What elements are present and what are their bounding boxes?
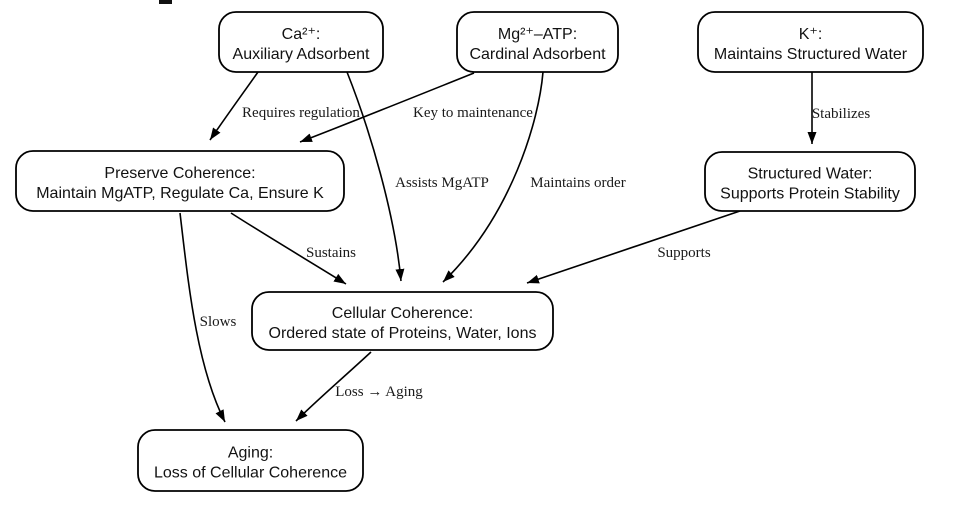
edge-line-preserve-cellular <box>230 212 347 285</box>
node-k: K⁺: Maintains Structured Water <box>697 11 924 73</box>
edge-label-preserve-aging: Slows <box>200 314 237 330</box>
node-label-k-line2: Maintains Structured Water <box>714 46 908 63</box>
node-label-mg-line1: Mg²⁺–ATP: <box>498 26 577 43</box>
node-box-ca <box>218 11 384 73</box>
edge-preserve-aging: Slows <box>179 212 237 423</box>
node-label-cellular-line1: Cellular Coherence: <box>332 305 473 322</box>
edge-label-cellular-aging: Loss → Aging <box>335 384 423 400</box>
node-label-ca-line2: Auxiliary Adsorbent <box>233 46 371 63</box>
edge-structured-cellular: Supports <box>526 210 741 284</box>
node-box-mg <box>456 11 619 73</box>
edge-preserve-cellular: Sustains <box>230 212 356 285</box>
node-label-structured-line1: Structured Water: <box>748 166 873 183</box>
artifact-layer <box>159 0 172 4</box>
edge-label-ca-cellular: Assists MgATP <box>395 175 489 191</box>
node-box-preserve <box>15 150 345 212</box>
edge-line-mg-cellular <box>442 71 544 283</box>
node-label-mg-line2: Cardinal Adsorbent <box>469 46 606 63</box>
edge-label-preserve-cellular: Sustains <box>306 245 356 261</box>
edges-layer: Requires regulation Key to maintenanceAss… <box>179 71 870 423</box>
edge-label-mg-preserve: Key to maintenance <box>413 105 533 121</box>
node-label-cellular-line2: Ordered state of Proteins, Water, Ions <box>269 325 537 342</box>
node-label-structured-line2: Supports Protein Stability <box>720 186 900 203</box>
node-mg: Mg²⁺–ATP: Cardinal Adsorbent <box>456 11 619 73</box>
node-label-aging-line1: Aging: <box>228 445 273 462</box>
node-label-preserve-line1: Preserve Coherence: <box>104 165 255 182</box>
edge-label-ca-preserve: Requires regulation <box>242 105 360 121</box>
node-cellular: Cellular Coherence: Ordered state of Prot… <box>251 291 554 351</box>
node-ca: Ca²⁺: Auxiliary Adsorbent <box>218 11 384 73</box>
edge-line-mg-preserve <box>299 72 475 143</box>
edge-mg-preserve: Key to maintenance <box>299 72 533 143</box>
node-preserve: Preserve Coherence: Maintain MgATP, Regul… <box>15 150 345 212</box>
node-label-aging-line2: Loss of Cellular Coherence <box>154 465 347 482</box>
node-aging: Aging: Loss of Cellular Coherence <box>137 429 364 492</box>
edge-label-k-structured: Stabilizes <box>812 106 870 122</box>
cropped-text-fragment <box>159 0 172 4</box>
edge-line-preserve-aging <box>179 212 226 423</box>
edge-cellular-aging: Loss → Aging <box>295 351 423 422</box>
edge-line-ca-preserve <box>209 71 259 141</box>
node-box-aging <box>137 429 364 492</box>
edge-mg-cellular: Maintains order <box>442 71 626 283</box>
edge-line-structured-cellular <box>526 210 741 284</box>
edge-label-mg-cellular: Maintains order <box>530 175 625 191</box>
edge-line-cellular-aging <box>295 351 372 422</box>
edge-ca-cellular: Assists MgATP <box>346 71 489 282</box>
nodes-layer: Ca²⁺: Auxiliary Adsorbent Mg²⁺–ATP: Cardina… <box>15 11 924 492</box>
edge-k-structured: Stabilizes <box>807 72 870 144</box>
edge-label-structured-cellular: Supports <box>657 245 711 261</box>
node-box-structured <box>704 151 916 212</box>
node-label-preserve-line2: Maintain MgATP, Regulate Ca, Ensure K <box>36 185 324 202</box>
edge-ca-preserve: Requires regulation <box>209 71 360 141</box>
edge-line-ca-cellular <box>346 71 405 282</box>
node-structured: Structured Water: Supports Protein Stabil… <box>704 151 916 212</box>
node-label-k-line1: K⁺: <box>799 26 823 43</box>
node-label-ca-line1: Ca²⁺: <box>282 26 321 43</box>
node-box-k <box>697 11 924 73</box>
node-box-cellular <box>251 291 554 351</box>
